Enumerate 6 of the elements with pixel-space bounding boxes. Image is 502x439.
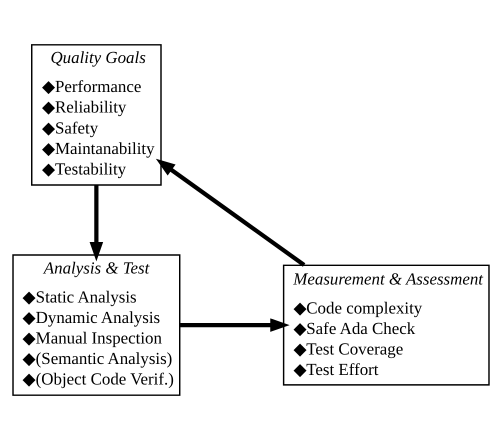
node-box: Measurement & Assessment ◆Code complexity ◆Safe Ada Check ◆Test Coverage ◆Test Effort bbox=[282, 264, 490, 386]
arrow bbox=[180, 318, 290, 332]
arrow bbox=[90, 184, 104, 261]
node-box: Quality Goals ◆Performance ◆Reliability ◆Safety ◆Maintanability ◆Testability bbox=[31, 44, 162, 186]
arrow bbox=[156, 158, 306, 266]
node-box: Analysis & Test ◆Static Analysis ◆Dynamic Analysis ◆Manual Inspection ◆(Semantic Analysis) ◆(Object Code Verif.) bbox=[12, 254, 180, 396]
